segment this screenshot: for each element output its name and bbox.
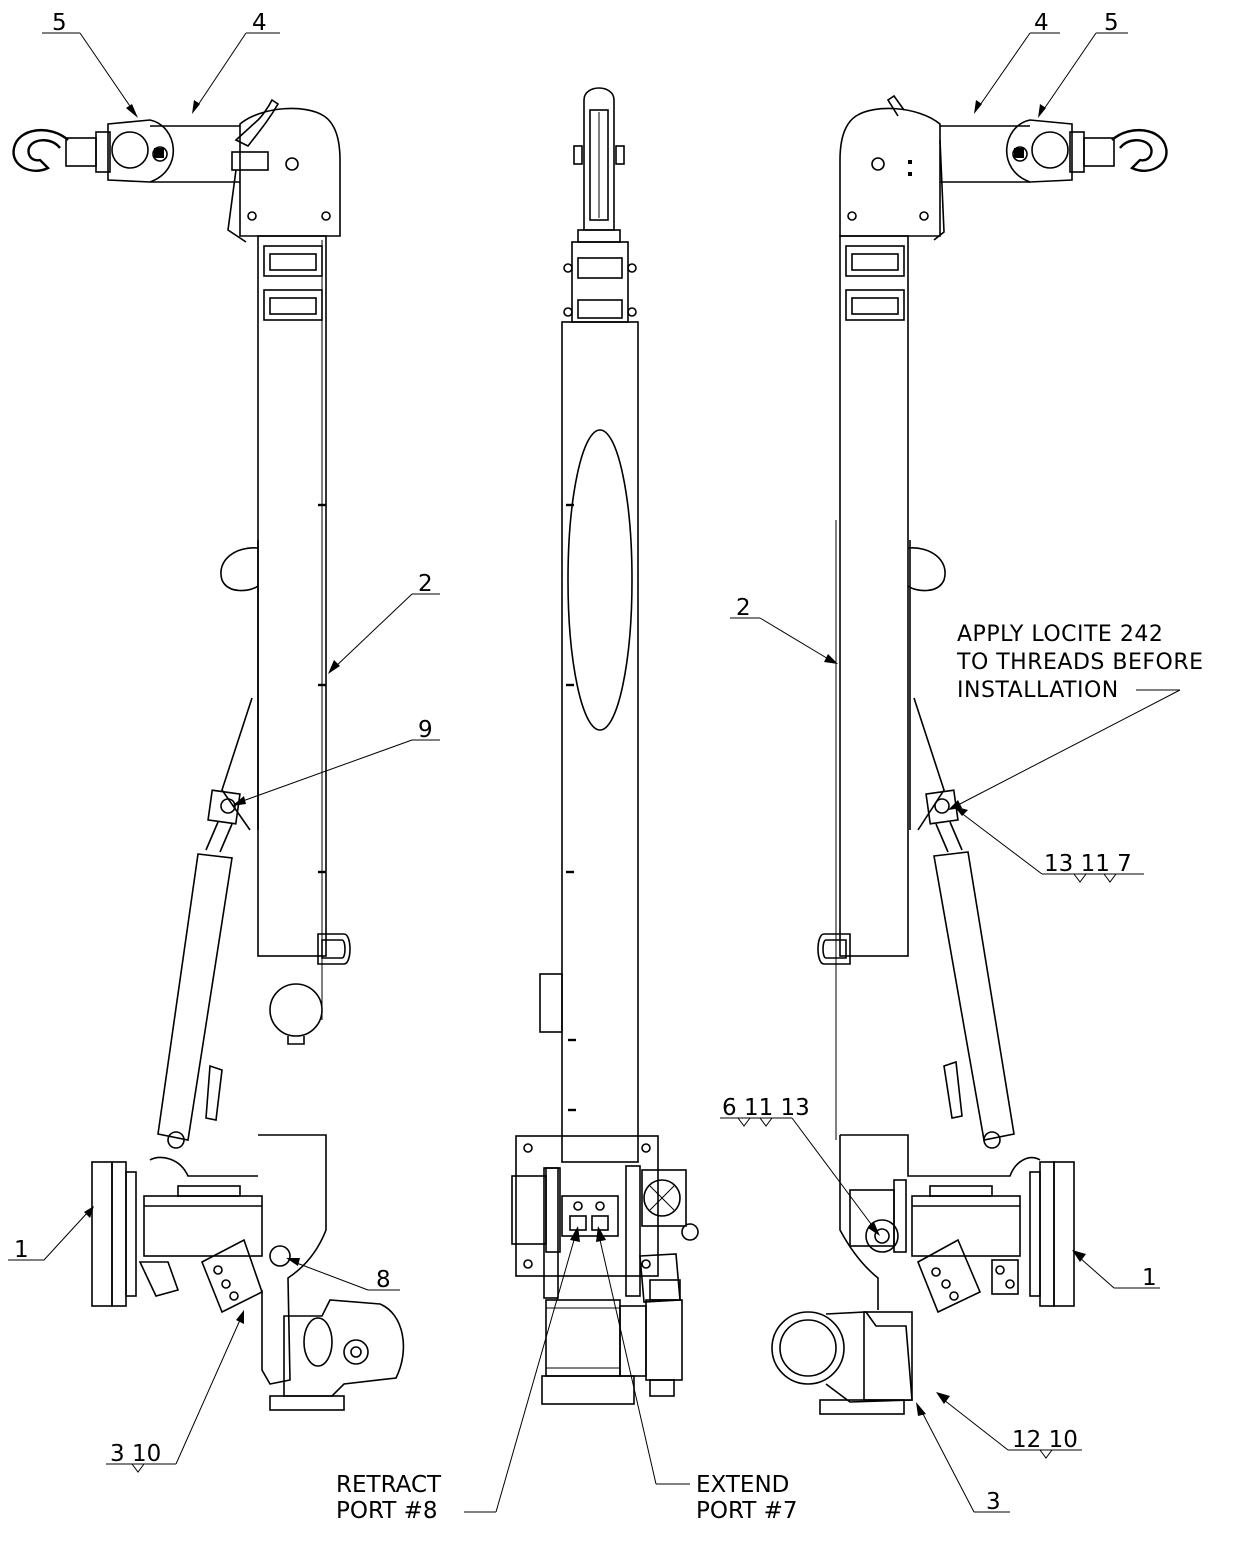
callout-l3-10-text: 3 10 (110, 1441, 161, 1467)
callout-r1: 1 (1072, 1250, 1160, 1291)
callout-extend-port: EXTEND PORT #7 (596, 1226, 798, 1524)
middle-rear-view (511, 87, 699, 1405)
left-hydraulic-cylinder (157, 789, 241, 1149)
left-boom-tube (257, 235, 327, 957)
right-hydraulic-cylinder (925, 789, 1015, 1149)
locite-line3-text: INSTALLATION (957, 678, 1119, 703)
locite-line2-text: TO THREADS BEFORE (956, 650, 1204, 675)
extend-line1-text: EXTEND (696, 1472, 789, 1498)
callout-l5: 5 (42, 10, 138, 118)
left-winch-drum (269, 1299, 405, 1411)
extend-line2-text: PORT #7 (696, 1498, 798, 1524)
right-side-view (771, 94, 1168, 1415)
callout-r13-11-7-text: 13 11 7 (1044, 851, 1132, 877)
callout-l2-text: 2 (418, 571, 433, 597)
callout-l9: 9 (232, 717, 440, 806)
right-lifting-ring (907, 547, 946, 592)
callout-r3: 3 (916, 1402, 1010, 1515)
callout-r13-11-7: 13 11 7 (954, 806, 1144, 883)
callout-r3-text: 3 (986, 1489, 1001, 1515)
callout-r6-11-13: 6 11 13 (720, 1095, 880, 1236)
left-side-view (12, 98, 405, 1411)
right-base-section (840, 1134, 1041, 1177)
callout-r5-text: 5 (1104, 10, 1119, 36)
callout-r5: 5 (1038, 10, 1128, 118)
left-callouts: 5 4 2 9 1 8 (8, 10, 440, 1473)
callout-r2-text: 2 (736, 595, 751, 621)
callout-retract-port: RETRACT PORT #8 (336, 1226, 580, 1524)
right-callouts: 4 5 2 APPLY LOCITE 242 TO THREADS BEFORE… (720, 10, 1204, 1515)
right-motor (911, 1195, 1021, 1257)
right-boom-tube (839, 235, 909, 957)
right-hook (1111, 128, 1168, 172)
callout-l8-text: 8 (376, 1267, 391, 1293)
right-mounting-flange (1029, 1161, 1075, 1307)
right-winch-drum (771, 1311, 913, 1415)
right-boom-head (839, 107, 941, 237)
middle-winch (541, 1279, 683, 1405)
callout-l4: 4 (192, 10, 280, 114)
left-lifting-ring (220, 547, 259, 592)
callout-l3-10: 3 10 (106, 1310, 244, 1473)
callout-r12-10-text: 12 10 (1012, 1427, 1078, 1453)
callout-l9-text: 9 (418, 717, 433, 743)
callout-l4-text: 4 (252, 10, 267, 36)
middle-callouts: RETRACT PORT #8 EXTEND PORT #7 (336, 1226, 798, 1524)
callout-r4: 4 (974, 10, 1060, 114)
left-boom-head (239, 107, 341, 237)
middle-base-plate (515, 1135, 659, 1277)
middle-boom-tube (561, 321, 639, 1163)
callout-l1: 1 (8, 1206, 94, 1263)
left-motor (143, 1195, 263, 1257)
callout-r1-text: 1 (1142, 1265, 1157, 1291)
callout-r12-10: 12 10 (936, 1392, 1082, 1459)
callout-l5-text: 5 (52, 10, 67, 36)
middle-boom-slot (567, 429, 633, 731)
middle-top-sheave (583, 87, 615, 231)
left-mounting-flange (91, 1161, 137, 1307)
right-sheave-block (1005, 119, 1073, 183)
left-inspection-cover (269, 983, 323, 1037)
callout-l2: 2 (328, 571, 440, 674)
callout-r2: 2 (730, 595, 838, 664)
callout-r6-11-13-text: 6 11 13 (722, 1095, 810, 1121)
locite-line1-text: APPLY LOCITE 242 (957, 622, 1163, 647)
callout-l1-text: 1 (14, 1237, 29, 1263)
callout-l8: 8 (286, 1258, 400, 1293)
locite-note: APPLY LOCITE 242 TO THREADS BEFORE INSTA… (948, 622, 1204, 810)
retract-line1-text: RETRACT (336, 1472, 442, 1498)
retract-line2-text: PORT #8 (336, 1498, 438, 1524)
left-hook (12, 128, 69, 172)
middle-port-block (561, 1195, 619, 1237)
callout-r4-text: 4 (1034, 10, 1049, 36)
